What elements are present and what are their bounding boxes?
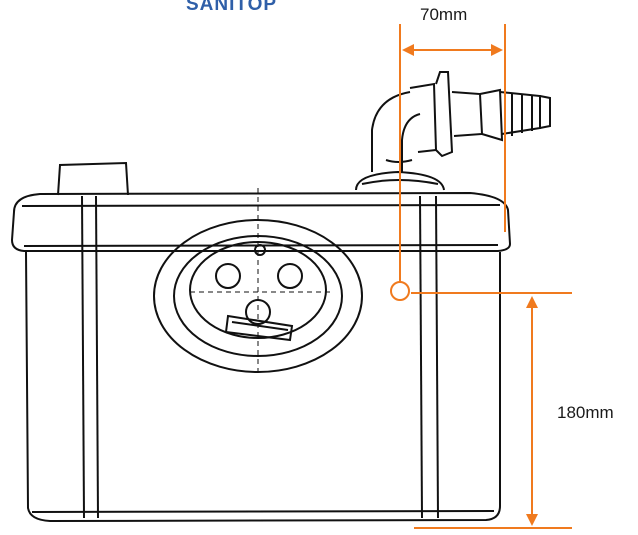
dimension-label-width: 70mm: [420, 5, 468, 24]
inlet-fitting: [153, 188, 363, 373]
dimension-lines: [390, 24, 572, 529]
dimension-label-height: 180mm: [557, 403, 614, 422]
arrowhead-bottom: [526, 514, 538, 526]
arrowhead-right: [491, 44, 503, 56]
brand-title: SANITOP: [186, 0, 278, 15]
arrowhead-top: [526, 296, 538, 308]
arrowhead-left: [402, 44, 414, 56]
outlet-reference-point: [390, 281, 410, 301]
pump-unit-outline: [10, 71, 551, 523]
